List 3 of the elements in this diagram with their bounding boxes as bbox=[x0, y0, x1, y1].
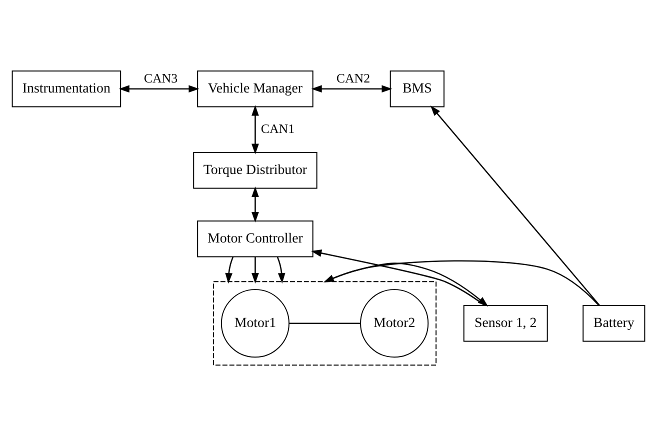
edge-label: CAN2 bbox=[336, 70, 370, 86]
edge-label: CAN1 bbox=[260, 120, 295, 136]
edge-label: CAN3 bbox=[144, 70, 178, 86]
